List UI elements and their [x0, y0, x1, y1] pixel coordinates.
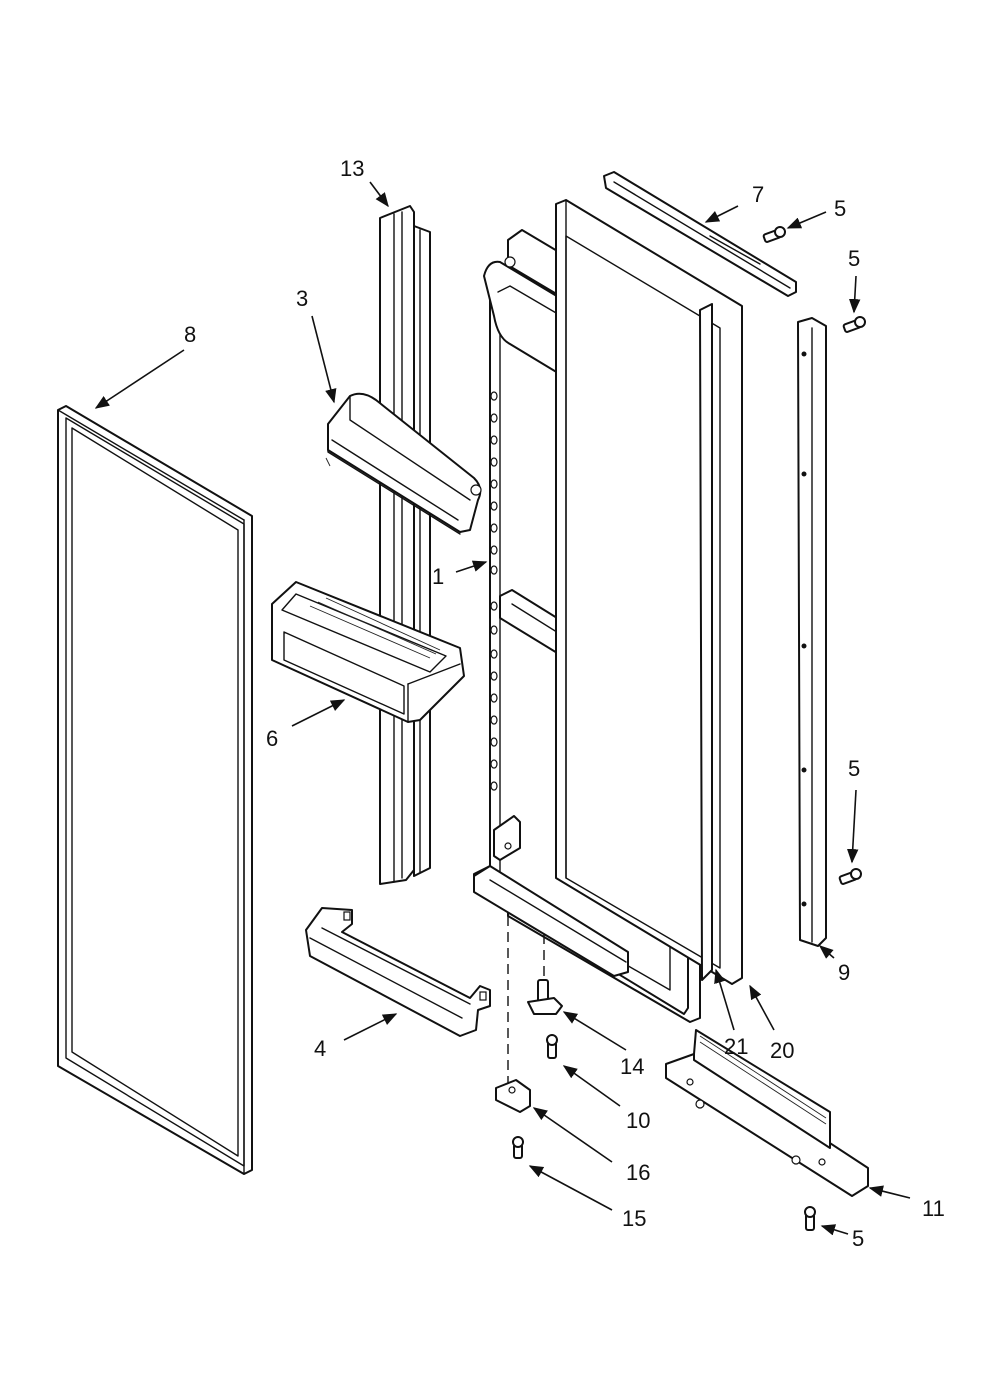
- screw-5-lower-right-icon: [838, 868, 862, 885]
- screw-5-top-icon: [762, 226, 786, 243]
- callout-9: 9: [838, 960, 850, 985]
- screw-15-icon: [512, 1136, 524, 1159]
- callout-5-lower: 5: [848, 756, 860, 781]
- hinge-bushing-part: [495, 1079, 531, 1113]
- top-cap-part: [603, 171, 797, 297]
- side-trim-part: [797, 317, 827, 947]
- leader-arrows: [94, 181, 911, 1236]
- screw-5-upper-right-icon: [842, 316, 866, 333]
- callout-5-top: 5: [834, 196, 846, 221]
- callout-11: 11: [922, 1196, 945, 1221]
- shelf-holes: [490, 391, 498, 791]
- callout-15: 15: [622, 1206, 646, 1231]
- callout-8: 8: [184, 322, 196, 347]
- hinge-pin-part: [527, 979, 563, 1015]
- dairy-door-part: [325, 392, 482, 535]
- trim-strip-part: [379, 205, 431, 885]
- callout-13: 13: [340, 156, 364, 181]
- callout-4: 4: [314, 1036, 326, 1061]
- callout-16: 16: [626, 1160, 650, 1185]
- callout-7: 7: [752, 182, 764, 207]
- callout-5-bottom: 5: [852, 1226, 864, 1251]
- bottom-bin-part: [305, 907, 491, 1037]
- callout-10: 10: [626, 1108, 650, 1133]
- callout-labels: 13 3 8 7 5 5 1 6 5 9 4 21 20 14 10 16 15…: [184, 156, 945, 1251]
- callout-21: 21: [724, 1034, 748, 1059]
- door-seal-part: [699, 303, 713, 981]
- callout-14: 14: [620, 1054, 644, 1079]
- door-gasket-part: [57, 405, 253, 1175]
- screw-10-icon: [546, 1034, 558, 1059]
- door-panel-part: [555, 199, 743, 985]
- screw-5-bottom-icon: [804, 1206, 816, 1231]
- callout-1: 1: [432, 564, 444, 589]
- door-bin-part: [271, 581, 465, 723]
- callout-20: 20: [770, 1038, 794, 1063]
- bottom-hinge-plate-part: [665, 1029, 869, 1197]
- callout-6: 6: [266, 726, 278, 751]
- callout-5-upper: 5: [848, 246, 860, 271]
- callout-3: 3: [296, 286, 308, 311]
